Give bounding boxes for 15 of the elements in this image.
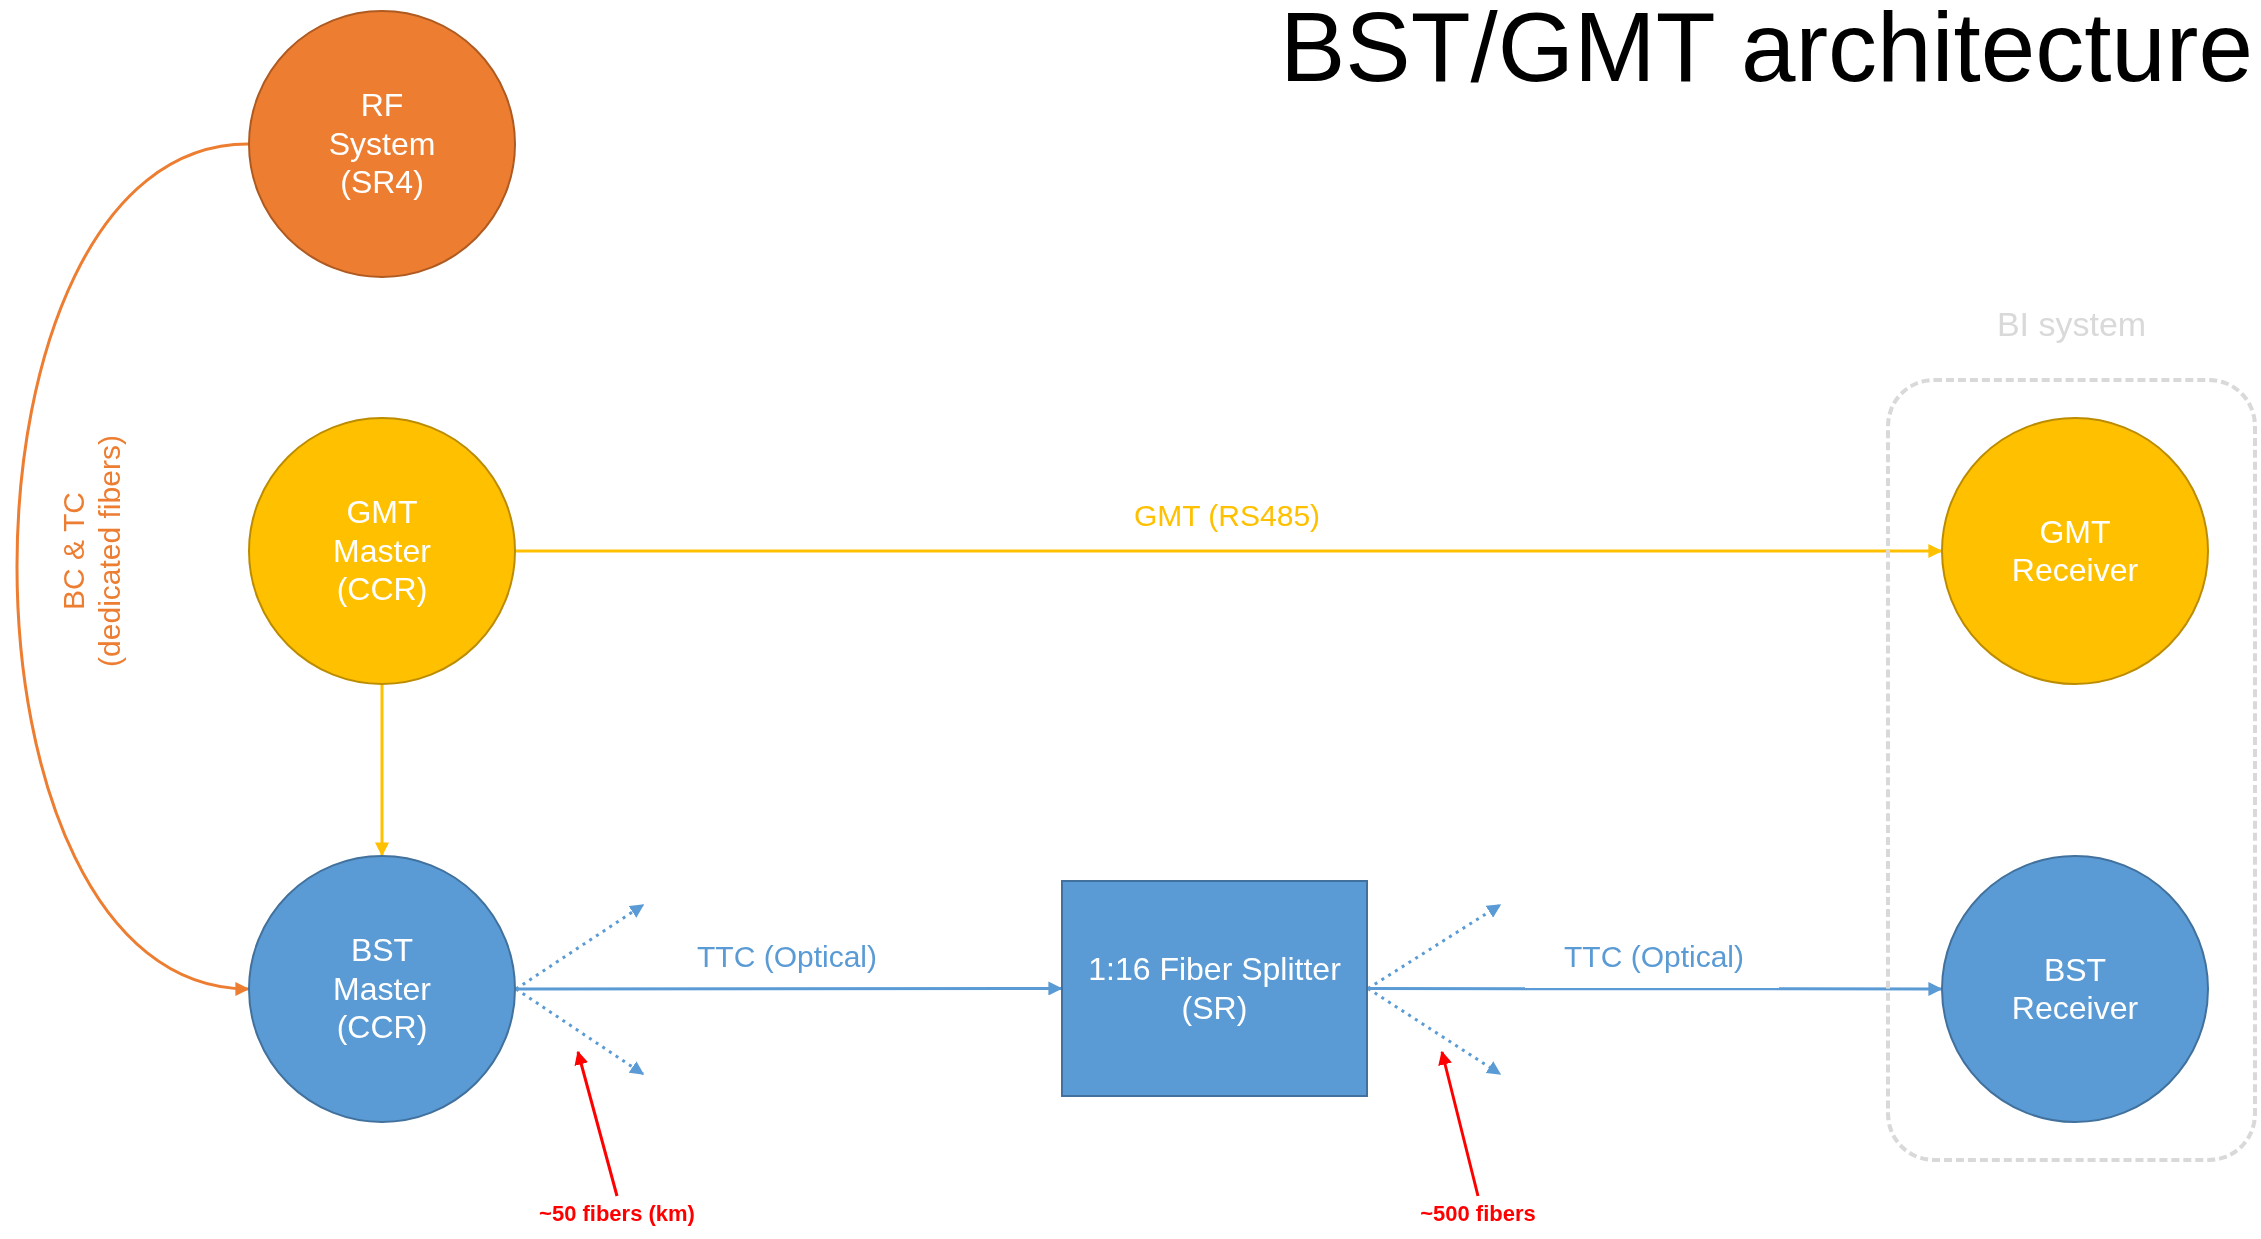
title: BST/GMT architecture (1280, 0, 2253, 102)
arrow (516, 544, 1943, 558)
arrow (375, 685, 389, 857)
arrow (515, 903, 645, 991)
fiber-count-note: ~500 fibers (1358, 1196, 1598, 1232)
arrow (1367, 903, 1502, 990)
fiber-count-note: ~50 fibers (km) (497, 1196, 737, 1232)
arrow (1368, 982, 1943, 996)
leader-line (1438, 1050, 1480, 1197)
fiber-splitter-box: 1:16 Fiber Splitter (SR) (1061, 880, 1368, 1097)
arrow (15, 142, 250, 993)
leader-line (574, 1050, 619, 1197)
arrow (1367, 987, 1502, 1076)
arrow (515, 987, 645, 1076)
arrow (516, 981, 1063, 996)
